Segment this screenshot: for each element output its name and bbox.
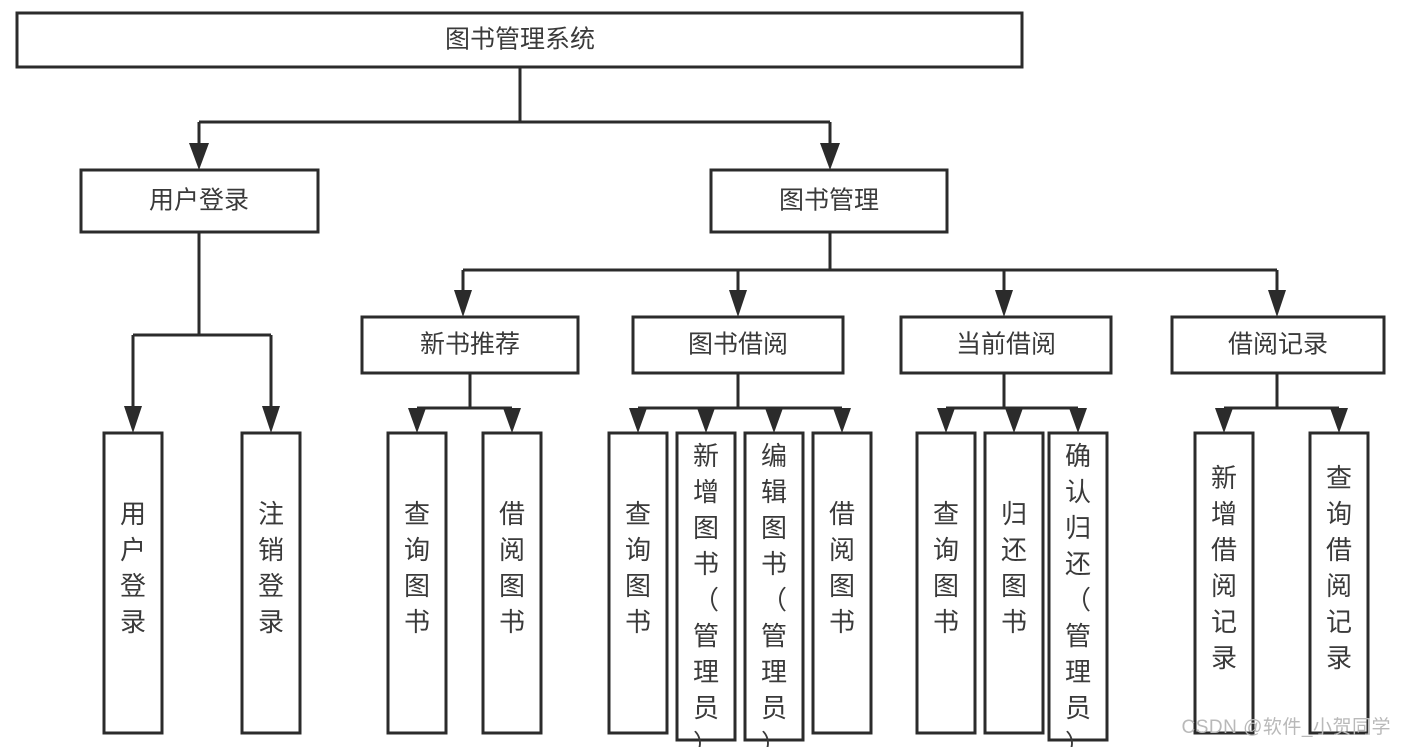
node-new-book-recommend-box[interactable] bbox=[360, 315, 580, 375]
arrowhead-book-management bbox=[820, 143, 840, 170]
arrowhead-leaf-borrow-book-2 bbox=[833, 408, 851, 433]
node-leaf-query-record[interactable]: 查询借阅记录 bbox=[1308, 431, 1370, 735]
edges-borrow-record-to-leaves bbox=[1215, 373, 1348, 433]
node-leaf-add-book-box[interactable] bbox=[675, 431, 737, 742]
arrowhead-book-borrow bbox=[729, 290, 747, 317]
arrowhead-leaf-add-book bbox=[697, 408, 715, 433]
node-leaf-return-book[interactable]: 归还图书 bbox=[983, 431, 1045, 735]
edges-book-management-to-level3 bbox=[454, 232, 1286, 317]
node-leaf-query-book-3-label: 查询图书 bbox=[933, 499, 959, 637]
arrowhead-current-borrow bbox=[995, 290, 1013, 317]
arrowhead-leaf-confirm-return bbox=[1069, 408, 1087, 433]
node-leaf-edit-book[interactable]: 编辑图书（管理员） bbox=[743, 431, 805, 747]
node-user-login[interactable]: 用户登录 bbox=[79, 168, 320, 234]
node-current-borrow-label: 当前借阅 bbox=[956, 331, 1056, 359]
csdn-watermark: CSDN @软件_小贺同学 bbox=[1181, 717, 1391, 738]
node-root-box[interactable] bbox=[15, 11, 1024, 69]
node-leaf-query-book-2-label: 查询图书 bbox=[625, 499, 651, 637]
node-leaf-confirm-return-box[interactable] bbox=[1047, 431, 1109, 742]
node-borrow-record-box[interactable] bbox=[1170, 315, 1386, 375]
node-current-borrow-box[interactable] bbox=[899, 315, 1113, 375]
node-current-borrow[interactable]: 当前借阅 bbox=[899, 315, 1113, 375]
arrowhead-leaf-borrow-book-1 bbox=[503, 408, 521, 433]
node-leaf-confirm-return-label: 确认归还（管理员） bbox=[1065, 441, 1091, 747]
node-leaf-query-book-1[interactable]: 查询图书 bbox=[386, 431, 448, 735]
arrowhead-leaf-query-book-1 bbox=[408, 408, 426, 433]
arrowhead-leaf-query-record bbox=[1330, 408, 1348, 433]
edges-book-borrow-to-leaves bbox=[629, 373, 851, 433]
node-leaf-add-book[interactable]: 新增图书（管理员） bbox=[675, 431, 737, 747]
node-leaf-user-login[interactable]: 用户登录 bbox=[102, 431, 164, 735]
node-leaf-logout[interactable]: 注销登录 bbox=[240, 431, 302, 735]
node-root-label: 图书管理系统 bbox=[445, 26, 595, 54]
arrowhead-borrow-record bbox=[1268, 290, 1286, 317]
node-leaf-add-record-label: 新增借阅记录 bbox=[1211, 463, 1237, 673]
node-root[interactable]: 图书管理系统 bbox=[15, 11, 1024, 69]
node-leaf-edit-book-label: 编辑图书（管理员） bbox=[761, 441, 787, 747]
edges-user-login-to-leaves bbox=[124, 232, 280, 433]
node-new-book-recommend[interactable]: 新书推荐 bbox=[360, 315, 580, 375]
node-leaf-query-book-3[interactable]: 查询图书 bbox=[915, 431, 977, 735]
node-book-borrow[interactable]: 图书借阅 bbox=[631, 315, 845, 375]
node-leaf-borrow-book-1-box[interactable] bbox=[481, 431, 543, 735]
arrowhead-leaf-edit-book bbox=[765, 408, 783, 433]
arrowhead-leaf-query-book-2 bbox=[629, 408, 647, 433]
arrowhead-leaf-return-book bbox=[1005, 408, 1023, 433]
edges-root-to-level2 bbox=[189, 67, 840, 170]
arrowhead-leaf-user-login bbox=[124, 406, 142, 433]
node-leaf-edit-book-box[interactable] bbox=[743, 431, 805, 742]
arrowhead-leaf-logout bbox=[262, 406, 280, 433]
node-book-management-box[interactable] bbox=[709, 168, 949, 234]
arrowhead-user-login bbox=[189, 143, 209, 170]
edges-new-book-recommend-to-leaves bbox=[408, 373, 521, 433]
node-leaf-query-book-3-box[interactable] bbox=[915, 431, 977, 735]
node-borrow-record-label: 借阅记录 bbox=[1228, 331, 1328, 359]
node-book-management-label: 图书管理 bbox=[779, 187, 879, 215]
arrowhead-leaf-add-record bbox=[1215, 408, 1233, 433]
node-leaf-add-record[interactable]: 新增借阅记录 bbox=[1193, 431, 1255, 735]
node-leaf-confirm-return[interactable]: 确认归还（管理员） bbox=[1047, 431, 1109, 747]
node-leaf-query-book-2-box[interactable] bbox=[607, 431, 669, 735]
node-leaf-borrow-book-1[interactable]: 借阅图书 bbox=[481, 431, 543, 735]
node-leaf-logout-box[interactable] bbox=[240, 431, 302, 735]
node-leaf-return-book-box[interactable] bbox=[983, 431, 1045, 735]
node-leaf-add-record-box[interactable] bbox=[1193, 431, 1255, 735]
node-leaf-query-book-2[interactable]: 查询图书 bbox=[607, 431, 669, 735]
node-book-management[interactable]: 图书管理 bbox=[709, 168, 949, 234]
node-leaf-user-login-box[interactable] bbox=[102, 431, 164, 735]
node-new-book-recommend-label: 新书推荐 bbox=[420, 331, 520, 359]
node-leaf-query-record-label: 查询借阅记录 bbox=[1326, 463, 1352, 673]
arrowhead-new-book-recommend bbox=[454, 290, 472, 317]
node-leaf-user-login-label: 用户登录 bbox=[120, 499, 146, 637]
node-leaf-query-record-box[interactable] bbox=[1308, 431, 1370, 735]
node-book-borrow-label: 图书借阅 bbox=[688, 331, 788, 359]
node-book-borrow-box[interactable] bbox=[631, 315, 845, 375]
node-user-login-label: 用户登录 bbox=[149, 187, 249, 215]
node-leaf-borrow-book-2-box[interactable] bbox=[811, 431, 873, 735]
node-leaf-borrow-book-1-label: 借阅图书 bbox=[499, 499, 525, 637]
node-leaf-query-book-1-label: 查询图书 bbox=[404, 499, 430, 637]
node-borrow-record[interactable]: 借阅记录 bbox=[1170, 315, 1386, 375]
node-leaf-query-book-1-box[interactable] bbox=[386, 431, 448, 735]
node-leaf-return-book-label: 归还图书 bbox=[1001, 499, 1027, 637]
node-leaf-add-book-label: 新增图书（管理员） bbox=[693, 441, 719, 747]
arrowhead-leaf-query-book-3 bbox=[937, 408, 955, 433]
node-leaf-borrow-book-2[interactable]: 借阅图书 bbox=[811, 431, 873, 735]
node-user-login-box[interactable] bbox=[79, 168, 320, 234]
node-leaf-borrow-book-2-label: 借阅图书 bbox=[829, 499, 855, 637]
node-leaf-logout-label: 注销登录 bbox=[258, 499, 284, 637]
edges-current-borrow-to-leaves bbox=[937, 373, 1087, 433]
